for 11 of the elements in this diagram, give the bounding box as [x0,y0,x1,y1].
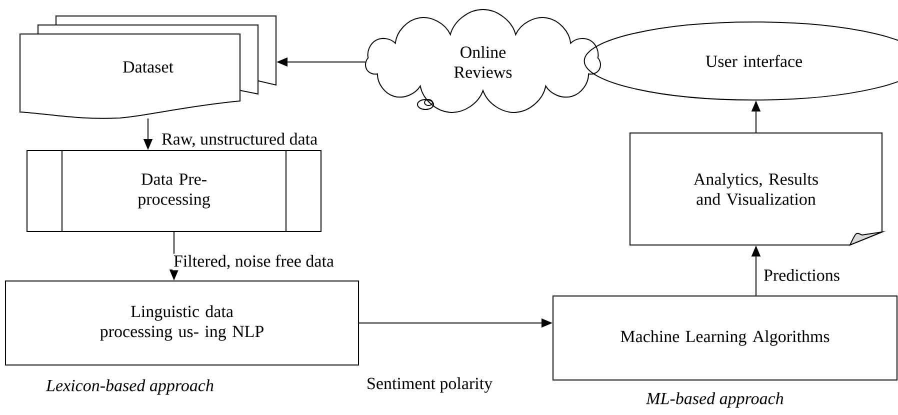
edge-label: Raw, unstructured data [160,132,319,148]
process-box: Machine Learning Algorithms [552,296,898,380]
process-box: Data Pre- processing [26,150,322,232]
approach-caption: ML-based approach [646,392,784,408]
approach-caption: Lexicon-based approach [46,379,214,395]
document-stack: Dataset [20,16,276,119]
edge-label: Sentiment polarity [366,376,494,394]
process-box: Linguistic data processing us- ing NLP [5,280,359,366]
edge-label: Predictions [762,268,841,282]
document-box: Analytics, Results and Visualization [630,132,882,246]
edge-label: Filtered, noise free data [172,254,335,270]
